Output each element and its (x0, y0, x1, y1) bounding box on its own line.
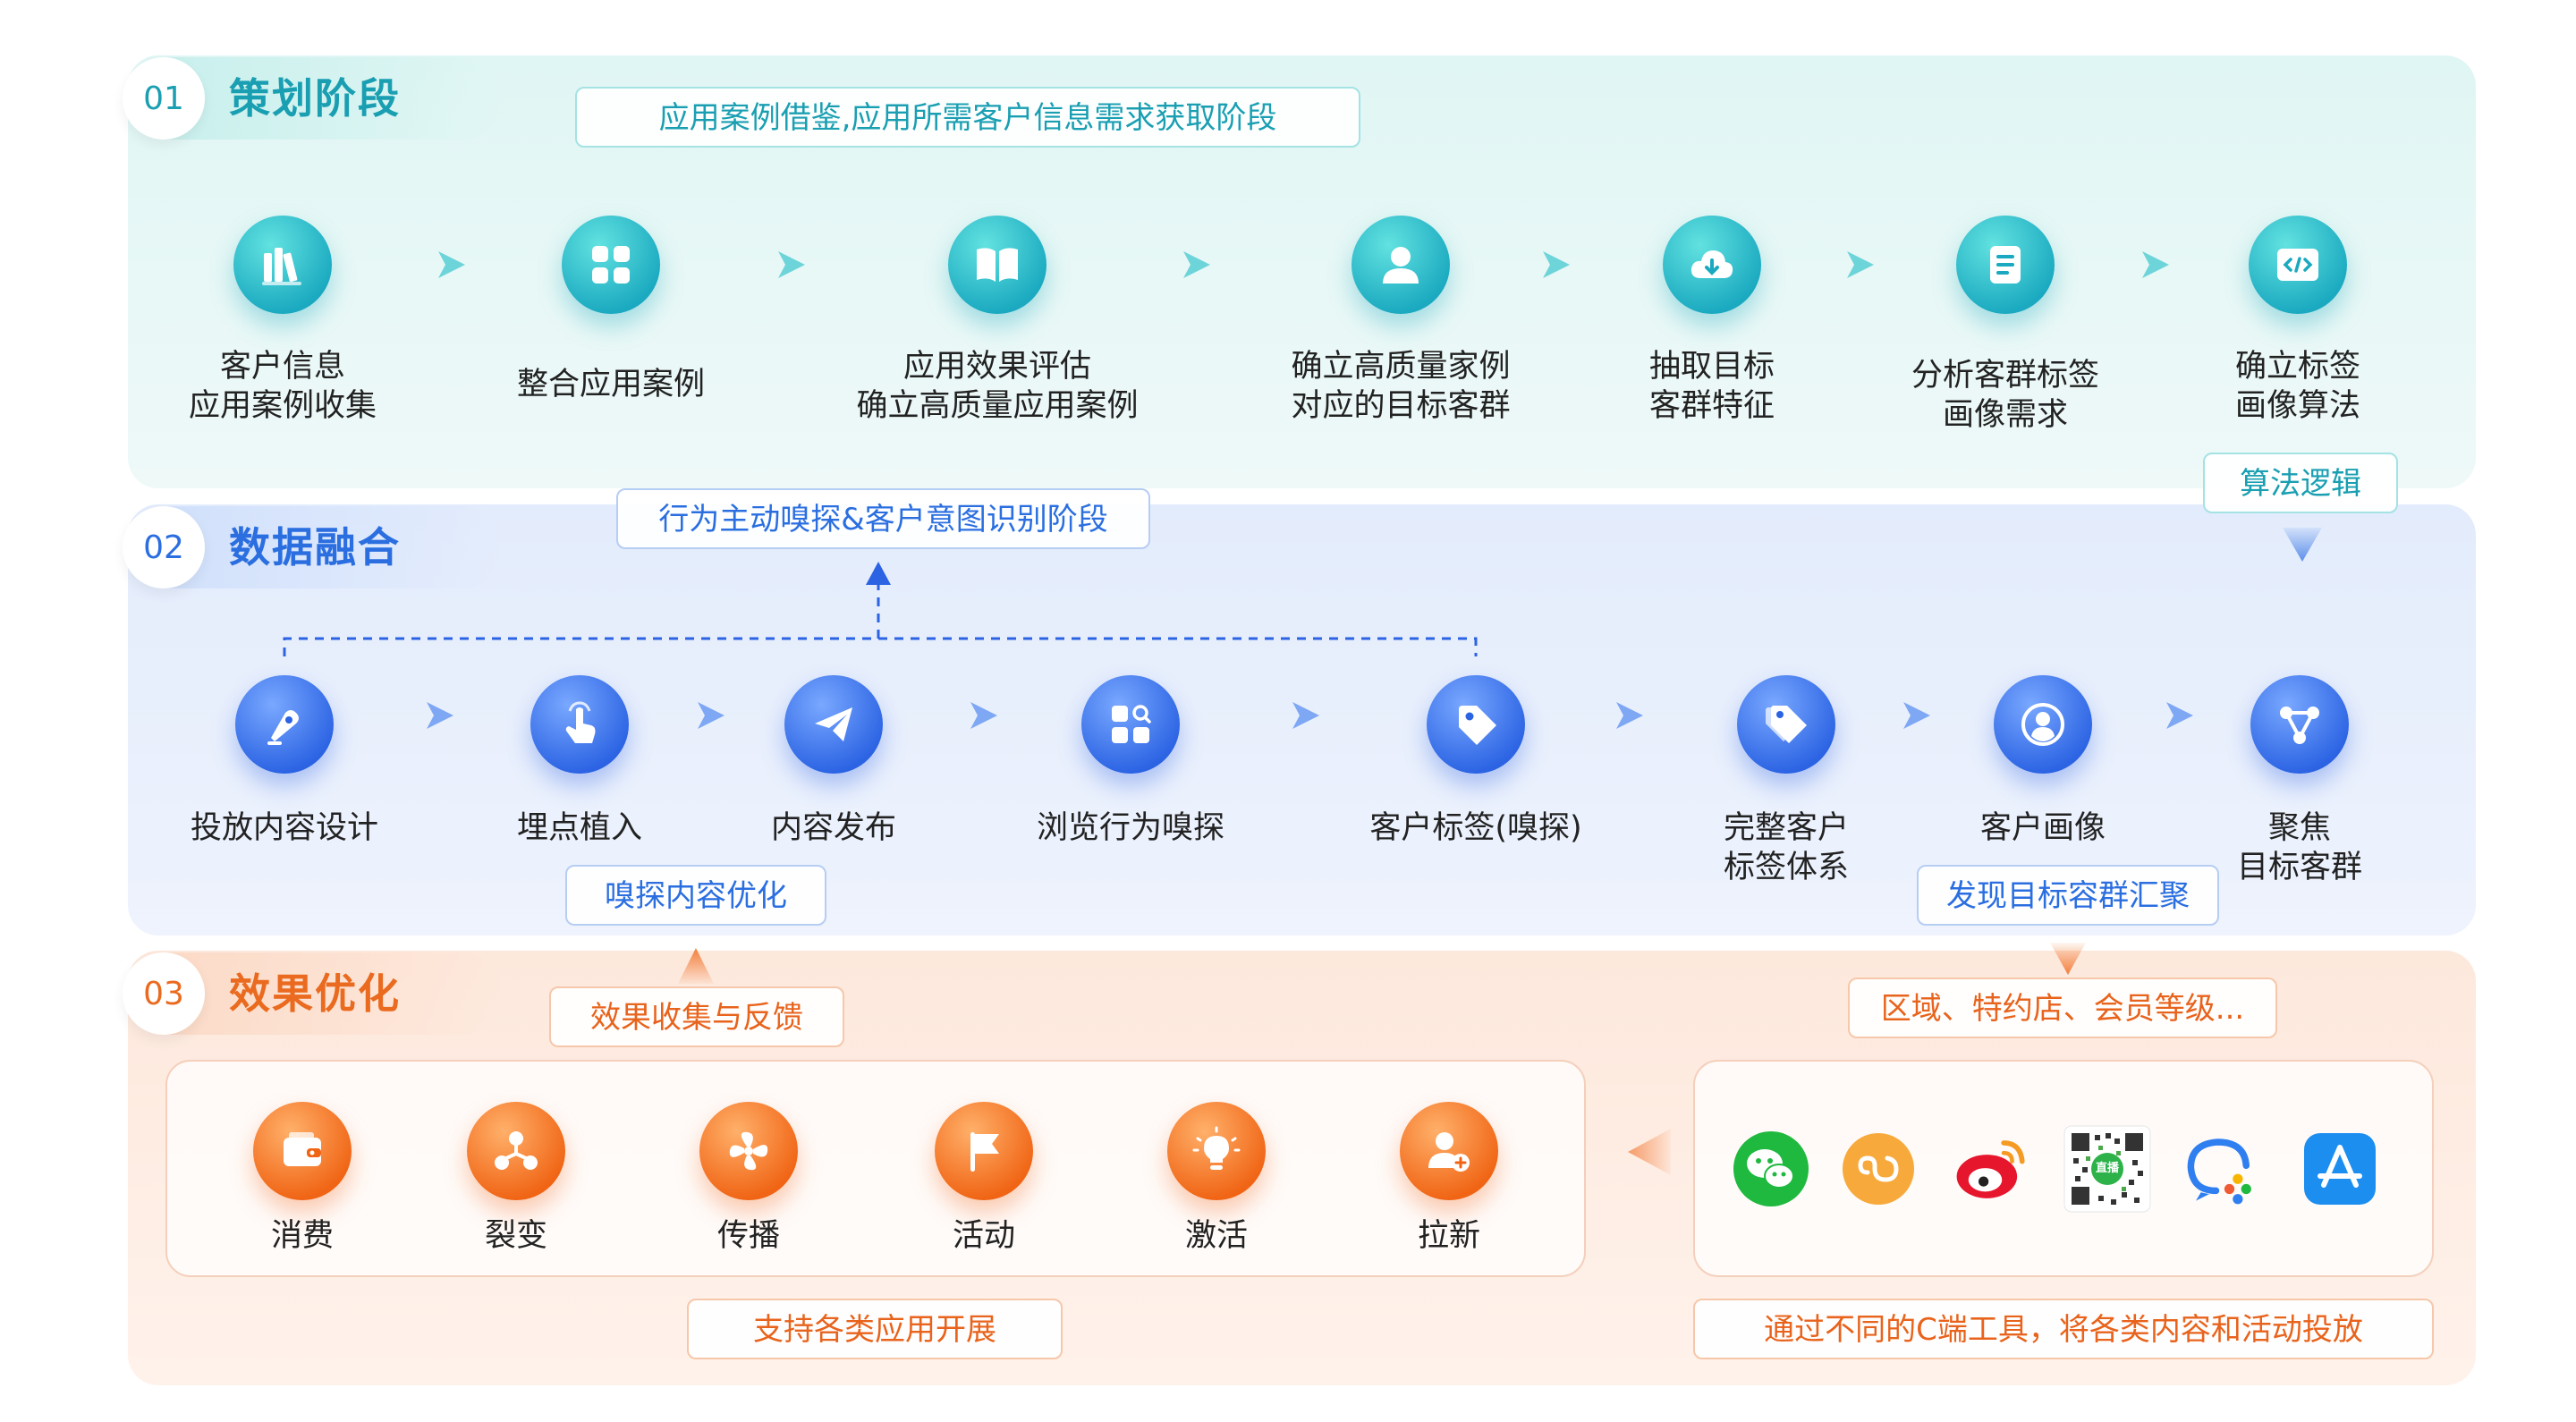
step-label: 拉新 (1417, 1218, 1481, 1254)
code-icon (2249, 216, 2347, 314)
chevron-right-icon (1847, 251, 1874, 278)
list-icon (1956, 216, 2055, 314)
sniff-optimize-tag: 嗅探内容优化 (565, 865, 826, 926)
find-target-tag: 发现目标容群汇聚 (1917, 865, 2219, 926)
chevron-right-icon (427, 702, 453, 729)
pen-icon (235, 675, 334, 774)
feedback-tag: 效果收集与反馈 (549, 986, 844, 1047)
chevron-right-icon (438, 251, 465, 278)
algorithm-tag: 算法逻辑 (2203, 453, 2398, 513)
chevron-right-icon (1292, 702, 1319, 729)
step-label: 确立高质量家例对应的目标客群 (1291, 349, 1511, 424)
enterprise-wechat-icon (2182, 1129, 2263, 1209)
step-label: 传播 (716, 1218, 781, 1254)
app-store-icon (2300, 1129, 2380, 1209)
step-label: 埋点植入 (516, 810, 643, 846)
section-number: 03 (123, 952, 205, 1035)
step-label: 完整客户标签体系 (1723, 810, 1850, 885)
profile-icon (1994, 675, 2092, 774)
grid-icon (562, 216, 660, 314)
step-label: 确立标签画像算法 (2234, 349, 2361, 424)
tags-icon (1737, 675, 1835, 774)
add-user-icon (1400, 1102, 1498, 1200)
section-title: 策划阶段 (229, 74, 401, 123)
step-label: 裂变 (484, 1218, 548, 1254)
book-icon (948, 216, 1046, 314)
fission-icon (467, 1102, 565, 1200)
books-icon (233, 216, 332, 314)
qr-code-icon: 直播 (2063, 1124, 2152, 1214)
chevron-right-icon (698, 702, 724, 729)
network-icon (2250, 675, 2349, 774)
region-tag: 区域、特约店、会员等级... (1848, 978, 2277, 1038)
tag-icon (1427, 675, 1525, 774)
c-tools-tag: 通过不同的C端工具，将各类内容和活动投放 (1693, 1299, 2434, 1359)
step-label: 客户画像 (1979, 810, 2106, 846)
chevron-right-icon (778, 251, 805, 278)
step-label: 投放内容设计 (190, 810, 379, 846)
chevron-right-icon (2166, 702, 2193, 729)
step-label: 抽取目标客群特征 (1648, 349, 1775, 424)
apps-search-icon (1081, 675, 1180, 774)
step-label: 内容发布 (770, 810, 897, 846)
cloud-download-icon (1663, 216, 1761, 314)
chevron-right-icon (1183, 251, 1210, 278)
application-box (165, 1060, 1586, 1277)
section-title: 效果优化 (229, 969, 401, 1018)
qr-code-text: 直播 (2095, 1162, 2119, 1175)
chevron-right-icon (1543, 251, 1570, 278)
step-label: 活动 (952, 1218, 1016, 1254)
fan-icon (699, 1102, 798, 1200)
stage2-description-tag: 行为主动嗅探&客户意图识别阶段 (616, 488, 1150, 549)
send-icon (784, 675, 883, 774)
step-label: 客户信息应用案例收集 (188, 349, 377, 424)
wallet-icon (253, 1102, 352, 1200)
chevron-right-icon (970, 702, 997, 729)
bulb-icon (1167, 1102, 1266, 1200)
step-label: 应用效果评估确立高质量应用案例 (856, 349, 1139, 424)
step-label: 聚焦目标客群 (2236, 810, 2363, 885)
step-label: 浏览行为嗅探 (1036, 810, 1225, 846)
step-label: 分析客群标签画像需求 (1911, 358, 2100, 433)
step-label: 消费 (270, 1218, 335, 1254)
person-icon (1352, 216, 1450, 314)
weibo-icon (1952, 1129, 2032, 1209)
flag-icon (935, 1102, 1033, 1200)
step-label: 客户标签(嗅探) (1369, 810, 1582, 846)
wechat-icon (1731, 1129, 1811, 1209)
chevron-right-icon (1616, 702, 1643, 729)
step-label: 整合应用案例 (516, 367, 706, 402)
step-label: 激活 (1184, 1218, 1249, 1254)
tap-icon (530, 675, 629, 774)
section-number: 02 (123, 506, 205, 588)
stage1-description-tag: 应用案例借鉴,应用所需客户信息需求获取阶段 (575, 87, 1360, 148)
chevron-right-icon (1903, 702, 1930, 729)
support-tag: 支持各类应用开展 (687, 1299, 1063, 1359)
section-title: 数据融合 (229, 523, 401, 571)
chevron-right-icon (2142, 251, 2169, 278)
section-number: 01 (123, 57, 205, 140)
mini-program-icon (1838, 1129, 1919, 1209)
